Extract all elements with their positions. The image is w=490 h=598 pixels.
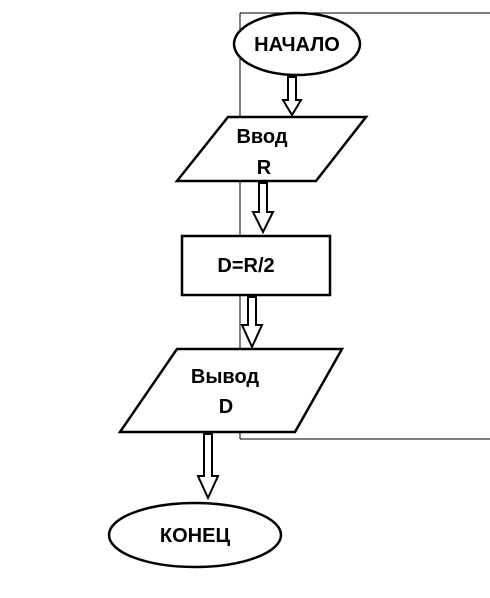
output-label-line1: Вывод [191,366,260,388]
process-block: D=R/2 [180,234,332,297]
start-ellipse [232,11,362,77]
input-shape [174,115,369,183]
input-label-line1: Ввод [236,126,287,148]
input-label-line2: R [257,157,272,179]
arrow-process-to-output [240,296,264,350]
start-label: НАЧАЛО [254,34,340,56]
start-terminator: НАЧАЛО [232,11,362,77]
arrow-output-to-end [196,433,220,501]
process-rect [180,234,332,297]
arrow-input-to-process [251,182,275,235]
arrow-start-to-input [281,76,303,117]
output-parallelogram: Вывод D [117,347,345,434]
output-label-line2: D [219,396,233,418]
output-shape [117,347,345,434]
input-parallelogram: Ввод R [174,115,369,183]
process-label: D=R/2 [217,255,274,277]
end-ellipse [107,501,283,569]
end-terminator: КОНЕЦ [107,501,283,569]
end-label: КОНЕЦ [160,525,231,547]
